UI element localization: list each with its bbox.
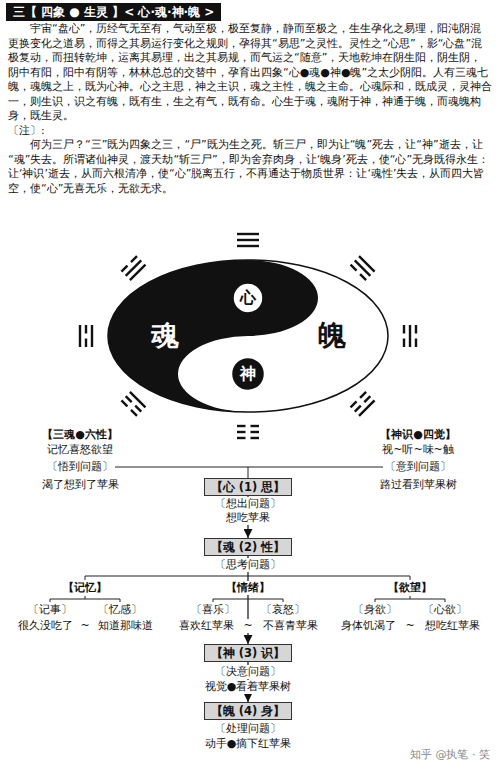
- annotation: 知道那味道: [96, 619, 155, 633]
- annotation: 动手●摘下红苹果: [203, 737, 294, 751]
- step-label: 〔记事〕: [26, 603, 74, 617]
- spirit-circle: 神: [232, 358, 264, 390]
- group-heading: 【欲望】: [386, 581, 434, 595]
- group-heading: 【记忆】: [61, 581, 109, 595]
- annotation: 想吃红苹果: [423, 619, 482, 633]
- node-text: 心: [240, 288, 256, 309]
- step-label: 〔悟到问题〕: [45, 460, 115, 474]
- annotation: 视~听~味~触: [380, 443, 456, 457]
- step-label: 〔忆感〕: [96, 603, 144, 617]
- group-heading: 【神识●四觉】: [378, 428, 458, 442]
- process-box: 【魂 (2) 性】: [204, 538, 293, 556]
- node-text: 【神 (3) 识】: [211, 646, 286, 660]
- note-heading: 〔注〕:: [8, 124, 492, 139]
- step-label: 〔心欲〕: [421, 603, 469, 617]
- trigram-ring: [80, 234, 416, 438]
- paragraph: 何为三尸？“三”既为四象之三，“尸”既为生之死。斩三尸，即为让“魄”死去，让“神…: [8, 138, 492, 196]
- process-box: 【心 (1) 思】: [204, 478, 293, 496]
- node-text: 【心 (1) 思】: [211, 480, 286, 494]
- yin-yang: [108, 260, 388, 412]
- node-text: 【魄 (4) 身】: [211, 704, 286, 718]
- annotation: 记忆喜怒欲望: [45, 443, 115, 457]
- character-label: 魂: [149, 320, 181, 352]
- process-box: 【神 (3) 识】: [204, 644, 293, 662]
- annotation: 路过看到苹果树: [378, 478, 459, 492]
- process-box: 【魄 (4) 身】: [204, 702, 293, 720]
- annotation: 不喜青苹果: [261, 619, 320, 633]
- header-bar: 三【 四象 ● 生灵 】< 心·魂·神·魄 >: [6, 3, 221, 21]
- annotation: 身体饥渴了: [339, 619, 398, 633]
- step-label: 〔处理问题〕: [213, 722, 283, 736]
- annotation: 很久没吃了: [16, 619, 75, 633]
- step-label: 〔决意问题〕: [213, 665, 283, 679]
- character-label: 魄: [316, 320, 348, 352]
- heart-circle: 心: [232, 282, 264, 314]
- annotation: 渴了想到了苹果: [40, 478, 121, 492]
- tilde: ~: [403, 619, 416, 633]
- annotation: 喜欢红苹果: [177, 619, 236, 633]
- paragraph: 宇宙“盘心”，历经气无至有，气动至极，极至复静，静而至极之，生生孕化之易理，阳沌…: [8, 22, 492, 124]
- step-label: 〔身欲〕: [351, 603, 399, 617]
- annotation: 想吃苹果: [224, 511, 272, 525]
- step-label: 〔思考问题〕: [213, 558, 283, 572]
- group-heading: 【三魂●六性】: [40, 428, 120, 442]
- step-label: 〔哀怒〕: [259, 603, 307, 617]
- step-label: 〔意到问题〕: [383, 460, 453, 474]
- group-heading: 【情绪】: [224, 581, 272, 595]
- tilde: ~: [241, 619, 254, 633]
- node-text: 【魂 (2) 性】: [211, 540, 286, 554]
- step-label: 〔喜乐〕: [189, 603, 237, 617]
- annotation: 视觉●看着苹果树: [203, 680, 294, 694]
- tilde: ~: [78, 619, 91, 633]
- node-text: 神: [240, 364, 256, 385]
- watermark: 知乎 @执笔 · 笑: [408, 748, 492, 762]
- step-label: 〔想出问题〕: [213, 497, 283, 511]
